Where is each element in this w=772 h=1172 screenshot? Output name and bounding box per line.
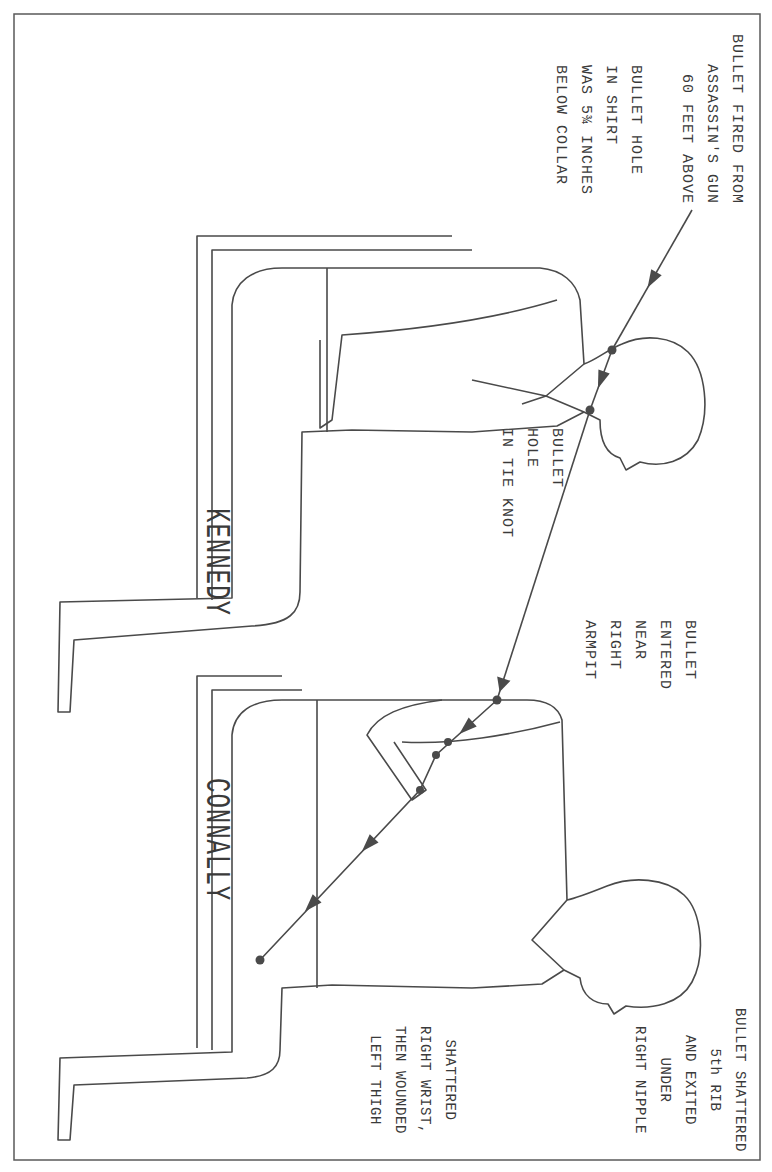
- wound-dot: [416, 786, 424, 794]
- wrap-spacer: [727, 1154, 752, 1155]
- wrap-spacer: [623, 180, 648, 205]
- jacket-hem: [326, 268, 328, 432]
- wound-dots: [256, 346, 617, 965]
- bent-arm: [367, 700, 442, 800]
- wound-dot: [444, 738, 452, 746]
- wound-dot: [493, 696, 502, 705]
- arrowhead: [357, 834, 378, 855]
- wound-dot: [586, 406, 595, 415]
- annotation-block: BULLET HOLE IN SHIRT WAS 5¾ INCHES BELOW…: [548, 65, 648, 205]
- wrap-spacer: [727, 1005, 752, 1006]
- bullet-path: [260, 210, 692, 960]
- figure-silhouette: [58, 700, 700, 1140]
- wrap-spacer: [677, 1127, 702, 1155]
- lapel: [472, 380, 546, 396]
- annotation-block: BULLET SHATTERED 5th RIB AND EXITED UNDE…: [627, 1005, 752, 1155]
- figure-node: KENNEDY: [232, 268, 622, 410]
- wrap-spacer: [702, 1005, 727, 1046]
- wrap-spacer: [437, 1123, 462, 1140]
- wrap-spacer: [544, 493, 569, 548]
- annotation-text: BULLET HOLE IN TIE KNOT: [498, 428, 565, 538]
- wrap-spacer: [677, 1005, 702, 1033]
- annotation-text: SHATTERED RIGHT WRIST, THEN WOUNDED LEFT…: [367, 1026, 458, 1134]
- figure-silhouette: [58, 268, 705, 712]
- arrowhead: [592, 369, 609, 390]
- tie: [522, 396, 546, 404]
- arrowheads: [300, 269, 661, 915]
- arrowhead: [300, 894, 321, 915]
- wrap-spacer: [699, 28, 724, 59]
- trajectory-line: [590, 350, 612, 410]
- annotation-text: BULLET FIRED FROM ASSASSIN'S GUN 60 FEET…: [678, 34, 745, 204]
- collar: [546, 364, 584, 412]
- arrowhead: [642, 269, 661, 291]
- wrap-spacer: [652, 695, 677, 700]
- wound-dot: [608, 346, 617, 355]
- wrap-spacer: [702, 1114, 727, 1155]
- wrap-spacer: [598, 150, 623, 205]
- seat-line: [212, 250, 472, 600]
- bullet-trajectory: [497, 410, 590, 700]
- wound-dot: [432, 751, 440, 759]
- annotation-block: BULLET ENTERED NEAR RIGHT ARMPIT: [577, 620, 702, 700]
- annotation-text: BULLET HOLE IN SHIRT WAS 5¾ INCHES BELOW…: [552, 65, 644, 195]
- wrap-spacer: [677, 685, 702, 700]
- annotation-block: SHATTERED RIGHT WRIST, THEN WOUNDED LEFT…: [362, 1020, 462, 1140]
- arrowhead: [455, 718, 476, 739]
- annotation-block: BULLET HOLE IN TIE KNOT: [494, 428, 569, 548]
- figure-details: [197, 236, 584, 1050]
- wrap-spacer: [573, 200, 598, 205]
- wrap-spacer: [652, 1005, 677, 1055]
- annotation-block: BULLET FIRED FROM ASSASSIN'S GUN 60 FEET…: [674, 28, 749, 204]
- annotation-text: BULLET ENTERED NEAR RIGHT ARMPIT: [581, 620, 698, 690]
- frame-border: [14, 14, 760, 1160]
- wrap-spacer: [412, 1136, 437, 1140]
- annotation-text: BULLET SHATTERED 5th RIB AND EXITED UNDE…: [632, 1008, 748, 1152]
- trajectory-line: [260, 700, 497, 960]
- trajectory-line: [612, 210, 692, 350]
- sleeve: [402, 722, 560, 743]
- figure-name: CONNALLY: [196, 778, 237, 901]
- wrap-spacer: [652, 1105, 677, 1155]
- collar: [532, 900, 567, 970]
- figure-node: CONNALLY: [232, 700, 582, 990]
- figure-name: KENNEDY: [196, 508, 237, 616]
- wrap-spacer: [602, 675, 627, 700]
- wrap-spacer: [724, 28, 749, 29]
- wound-dot: [256, 956, 265, 965]
- wrap-spacer: [412, 1020, 437, 1024]
- wrap-spacer: [519, 473, 544, 548]
- wrap-spacer: [387, 1020, 412, 1024]
- arm: [320, 300, 557, 428]
- jacket-hem: [316, 700, 318, 988]
- wrap-spacer: [627, 665, 652, 700]
- wrap-spacer: [387, 1136, 412, 1140]
- wrap-spacer: [437, 1020, 462, 1037]
